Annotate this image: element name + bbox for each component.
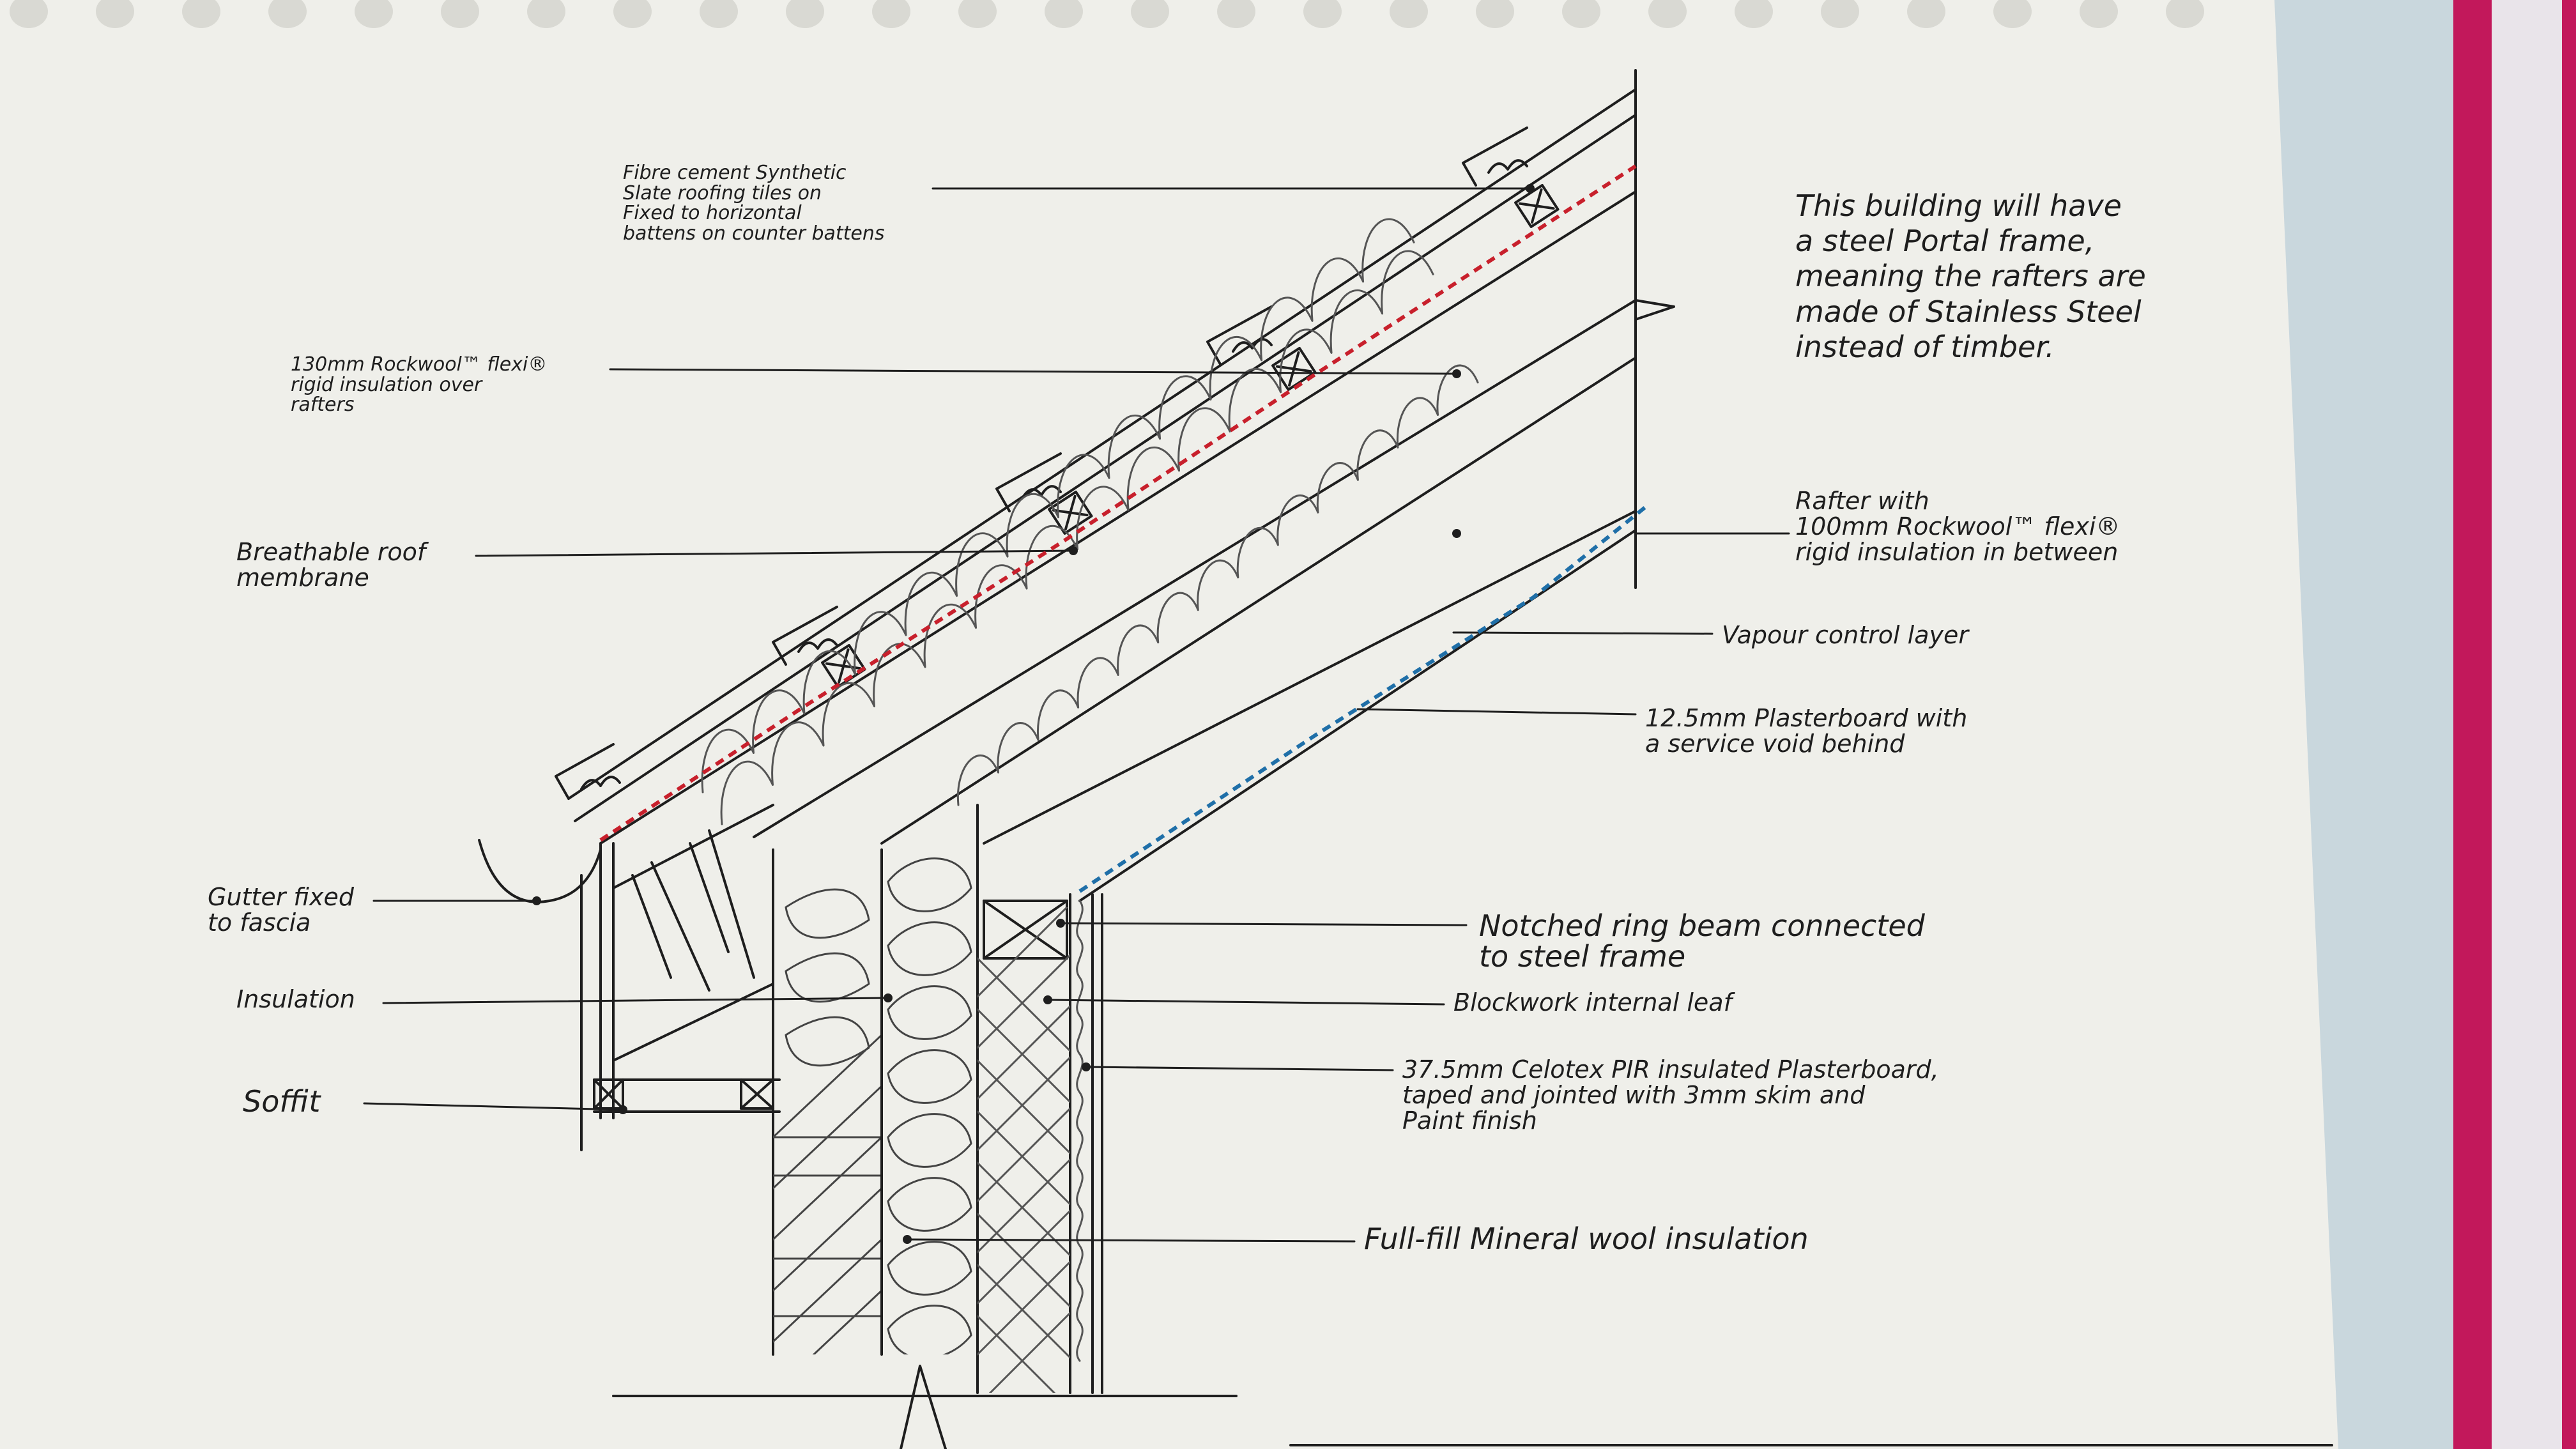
eaves-timber: [580, 804, 781, 1151]
label-rafter: Rafter with 100mm Rockwool™ flexi® rigid…: [1795, 487, 2120, 566]
outer-leaf: [772, 848, 882, 1356]
label-plasterboard: 12.5mm Plasterboard with a service void …: [1645, 704, 1968, 758]
break-mark: [900, 1365, 947, 1449]
leader-lines: [363, 187, 1790, 1243]
steel-frame-note: This building will have a steel Portal f…: [1795, 188, 2146, 364]
vapour-control-layer: [1078, 503, 1650, 893]
gutter: [478, 839, 602, 903]
label-soffit: Soffit: [243, 1084, 321, 1119]
label-rockwool-over: 130mm Rockwool™ flexi® rigid insulation …: [291, 353, 548, 416]
spiral-binding: [10, 0, 2204, 28]
label-membrane: Breathable roof membrane: [236, 538, 426, 592]
plasterboard-line: [1078, 529, 1637, 902]
label-gutter: Gutter fixed to fascia: [208, 883, 354, 937]
label-vapour: Vapour control layer: [1722, 621, 1968, 649]
label-blockwork: Blockwork internal leaf: [1453, 988, 1732, 1016]
leader-dots: [532, 184, 1535, 1244]
label-insulation: Insulation: [236, 985, 355, 1013]
rafter-insulation: [880, 356, 1637, 845]
paper-sheet: [0, 0, 2338, 1449]
binder-inner: [2492, 0, 2562, 1449]
label-ring-beam: Notched ring beam connected to steel fra…: [1479, 908, 1925, 974]
roof-tiles: [555, 88, 1637, 822]
label-tiles: Fibre cement Synthetic Slate roofing til…: [623, 162, 885, 245]
label-celotex: 37.5mm Celotex PIR insulated Plasterboar…: [1402, 1055, 1939, 1135]
label-mineral-wool: Full-fill Mineral wool insulation: [1364, 1222, 1809, 1256]
blockwork-leaf: [977, 893, 1103, 1394]
